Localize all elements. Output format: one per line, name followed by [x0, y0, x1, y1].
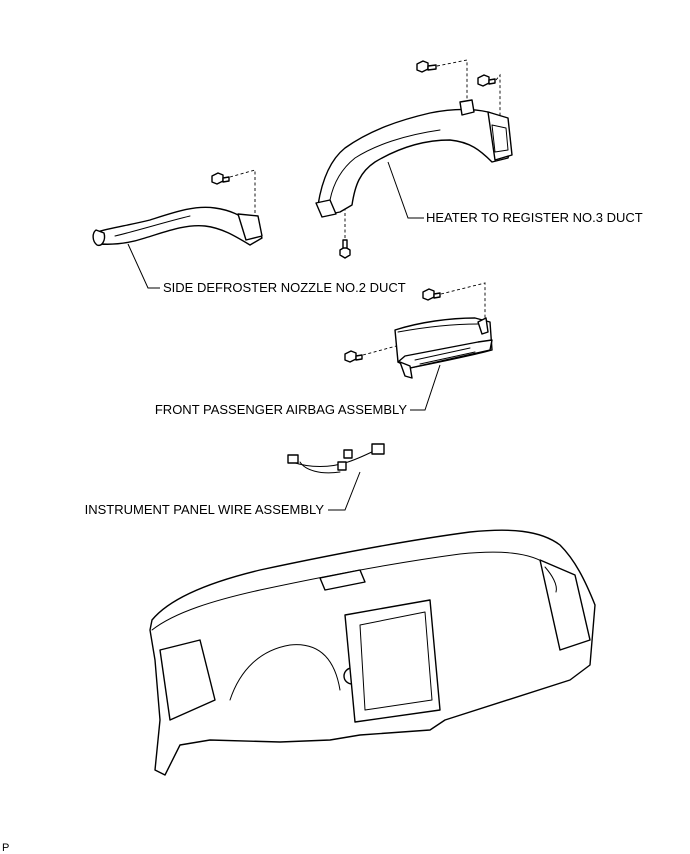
bolt-side-defroster: [211, 169, 256, 220]
bolt-heater-duct-top-right: [477, 73, 501, 120]
side-defroster-nozzle-duct: [92, 206, 263, 247]
bolt-heater-duct-bottom: [339, 205, 351, 259]
label-airbag: FRONT PASSENGER AIRBAG ASSEMBLY: [155, 402, 407, 417]
leader-heater-duct: [387, 161, 424, 219]
leader-airbag: [410, 364, 441, 411]
label-wire: INSTRUMENT PANEL WIRE ASSEMBLY: [85, 502, 325, 517]
heater-to-register-duct: [315, 99, 513, 218]
front-passenger-airbag: [394, 317, 493, 379]
instrument-panel: [149, 529, 596, 776]
corner-mark: P: [2, 842, 9, 854]
leader-side-defroster: [127, 243, 160, 289]
bolt-airbag-top: [422, 282, 486, 325]
instrument-panel-wire: [287, 443, 385, 474]
leader-wire: [328, 471, 361, 511]
bolt-heater-duct-top-left: [416, 59, 468, 100]
label-side-defroster: SIDE DEFROSTER NOZZLE NO.2 DUCT: [163, 280, 406, 295]
label-heater-duct: HEATER TO REGISTER NO.3 DUCT: [426, 210, 643, 225]
bolt-airbag-left: [344, 344, 401, 363]
